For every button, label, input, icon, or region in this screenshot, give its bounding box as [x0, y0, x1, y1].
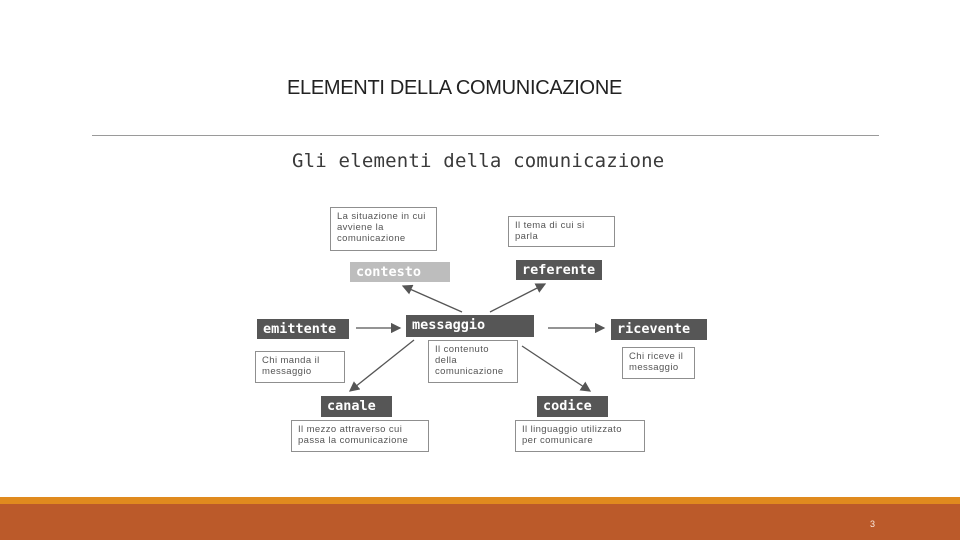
ricevente-label: ricevente — [611, 319, 707, 340]
codice-label: codice — [537, 396, 608, 417]
arrow-to-canale — [348, 339, 415, 392]
ricevente-description: Chi riceve il messaggio — [622, 347, 695, 379]
arrow-to-contesto — [401, 284, 463, 313]
messaggio-label: messaggio — [406, 315, 534, 337]
emittente-description: Chi manda il messaggio — [255, 351, 345, 383]
page-number: 3 — [870, 519, 876, 529]
messaggio-description: Il contenuto della comunicazione — [428, 340, 518, 383]
codice-description: Il linguaggio utilizzato per comunicare — [515, 420, 645, 452]
footer-bar — [0, 504, 960, 540]
canale-description: Il mezzo attraverso cui passa la comunic… — [291, 420, 429, 452]
arrow-to-referente — [489, 283, 547, 313]
contesto-description: La situazione in cui avviene la comunica… — [330, 207, 437, 251]
slide-title: ELEMENTI DELLA COMUNICAZIONE — [287, 77, 622, 99]
footer-accent-stripe — [0, 497, 960, 504]
emittente-label: emittente — [257, 319, 349, 339]
referente-description: Il tema di cui si parla — [508, 216, 615, 247]
referente-label: referente — [516, 260, 602, 280]
arrow-to-codice — [521, 345, 592, 392]
canale-label: canale — [321, 396, 392, 417]
diagram-heading: Gli elementi della comunicazione — [292, 150, 665, 172]
contesto-label: contesto — [350, 262, 450, 282]
title-divider — [92, 135, 879, 136]
